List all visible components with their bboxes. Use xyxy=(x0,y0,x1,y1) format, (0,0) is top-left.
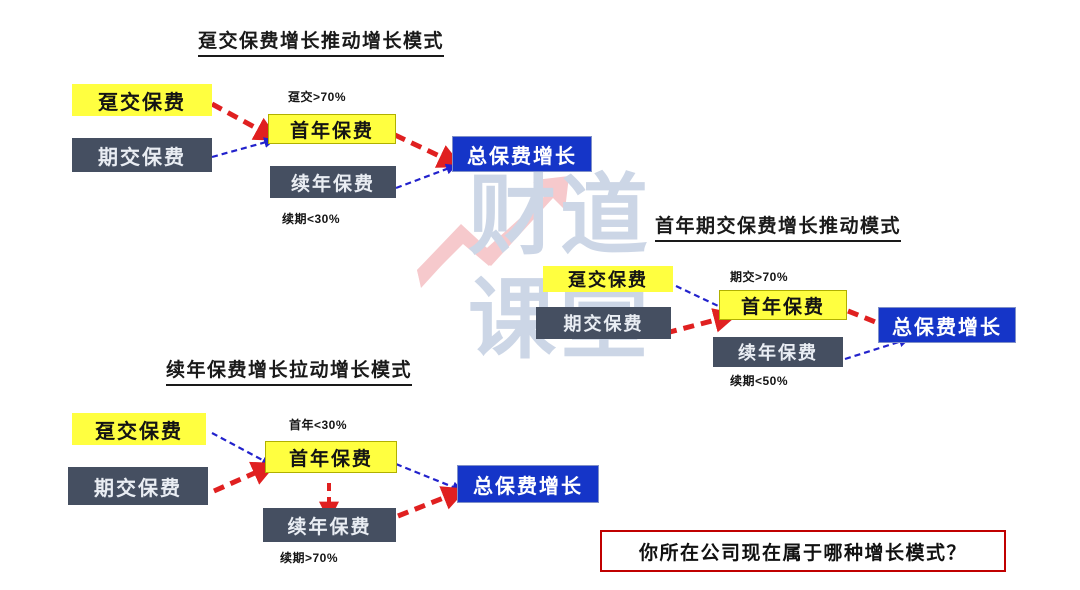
diagram-1-node-renewal[interactable]: 续年保费 xyxy=(270,166,396,198)
diagram-3-title: 续年保费增长拉动增长模式 xyxy=(166,355,413,386)
question-callout[interactable]: 你所在公司现在属于哪种增长模式？ xyxy=(600,530,1006,572)
arrow-firstyear-to-total xyxy=(395,462,463,492)
watermark: 财道 课堂 xyxy=(415,168,705,423)
diagram-1-caption-top: 趸交>70% xyxy=(288,90,347,104)
diagram-1-caption-bottom: 续期<30% xyxy=(282,212,341,226)
diagram-2-node-first-year[interactable]: 首年保费 xyxy=(719,290,847,320)
diagram-2-node-total[interactable]: 总保费增长 xyxy=(878,307,1016,343)
diagram-2-caption-bottom: 续期<50% xyxy=(730,374,789,388)
diagram-1-title: 趸交保费增长推动增长模式 xyxy=(198,26,445,57)
diagram-1-node-dunjiao[interactable]: 趸交保费 xyxy=(72,84,212,116)
arrow-dunjiao-to-firstyear xyxy=(211,432,273,466)
diagram-3-caption-top: 首年<30% xyxy=(289,418,348,432)
diagram-2-caption-top: 期交>70% xyxy=(730,270,789,284)
arrow-renewal-to-total xyxy=(395,163,457,190)
diagram-2-title: 首年期交保费增长推动模式 xyxy=(655,211,902,242)
arrow-firstyear-to-total xyxy=(393,132,463,168)
diagram-2-node-dunjiao[interactable]: 趸交保费 xyxy=(543,266,673,292)
arrow-qijiao-to-firstyear xyxy=(665,308,739,336)
diagram-3-node-dunjiao[interactable]: 趸交保费 xyxy=(72,413,206,445)
diagram-1-node-first-year[interactable]: 首年保费 xyxy=(268,114,396,144)
diagram-2-node-renewal[interactable]: 续年保费 xyxy=(713,337,843,367)
diagram-3-node-total[interactable]: 总保费增长 xyxy=(457,465,599,503)
diagram-1-node-qijiao[interactable]: 期交保费 xyxy=(72,138,212,172)
arrow-dunjiao-to-firstyear xyxy=(210,101,280,141)
arrow-qijiao-to-firstyear xyxy=(212,461,277,494)
arrow-renewal-to-total xyxy=(397,486,468,519)
diagram-3-node-renewal[interactable]: 续年保费 xyxy=(263,508,396,542)
diagram-1-node-total[interactable]: 总保费增长 xyxy=(452,136,592,172)
diagram-3-node-qijiao[interactable]: 期交保费 xyxy=(68,467,208,505)
diagram-2-node-qijiao[interactable]: 期交保费 xyxy=(536,307,671,339)
diagram-3-caption-bottom: 续期>70% xyxy=(280,551,339,565)
diagram-3-node-first-year[interactable]: 首年保费 xyxy=(265,441,397,473)
arrow-qijiao-to-firstyear xyxy=(211,137,276,159)
